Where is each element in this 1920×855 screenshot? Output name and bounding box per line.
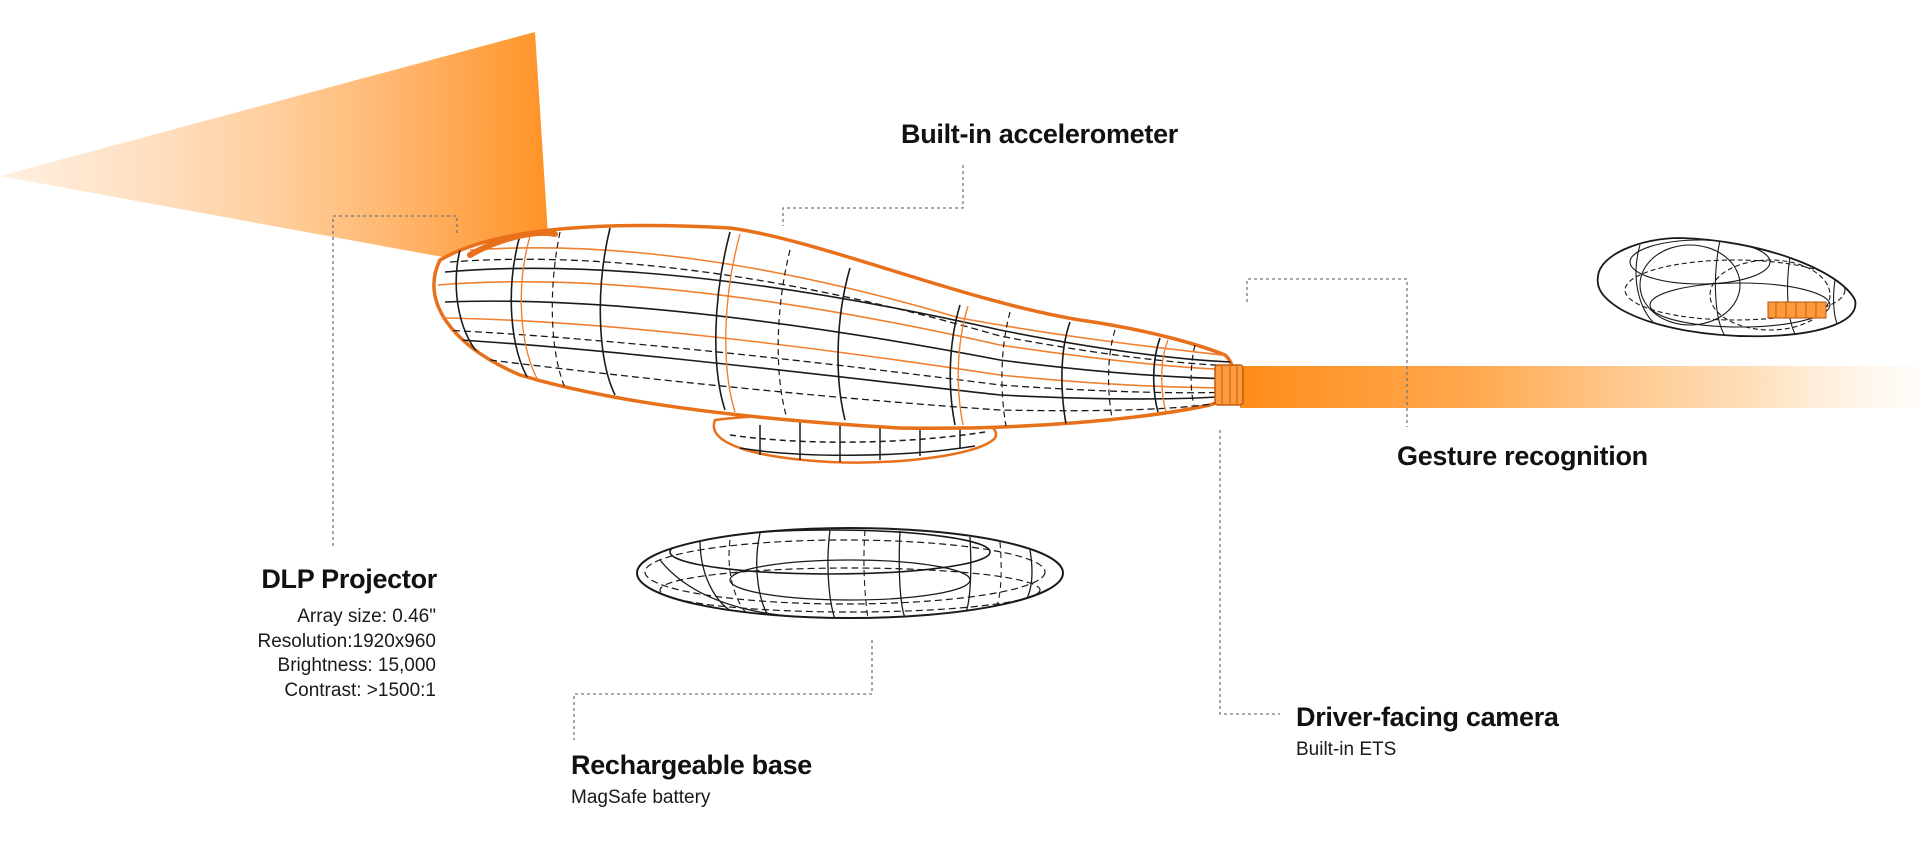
rechargeable-base-subtitle: MagSafe battery: [571, 787, 711, 808]
gesture-recognition-label: Gesture recognition: [1397, 441, 1648, 471]
leader-base: [573, 640, 873, 740]
driver-camera-label: Driver-facing camera: [1296, 702, 1559, 732]
rechargeable-base: [636, 527, 1064, 619]
leader-camera: [1219, 430, 1280, 715]
gesture-beam: [1240, 366, 1920, 408]
accelerometer-label: Built-in accelerometer: [901, 119, 1178, 149]
leader-gesture: [1246, 278, 1408, 427]
leader-projector: [332, 215, 458, 548]
spec-array-size: Array size: 0.46": [297, 606, 436, 627]
driver-camera-subtitle: Built-in ETS: [1296, 739, 1397, 760]
projection-cone: [0, 32, 548, 285]
spec-contrast: Contrast: >1500:1: [284, 679, 436, 701]
spec-brightness: Brightness: 15,000: [277, 655, 436, 676]
spec-resolution: Resolution:1920x960: [257, 630, 436, 652]
dlp-projector-label: DLP Projector: [261, 564, 437, 594]
small-device: [1596, 237, 1857, 338]
rechargeable-base-label: Rechargeable base: [571, 750, 813, 780]
projector-specs: Array size: 0.46" Resolution:1920x960 Br…: [257, 605, 436, 703]
leader-accelerometer: [782, 165, 964, 226]
main-device: [432, 223, 1244, 464]
